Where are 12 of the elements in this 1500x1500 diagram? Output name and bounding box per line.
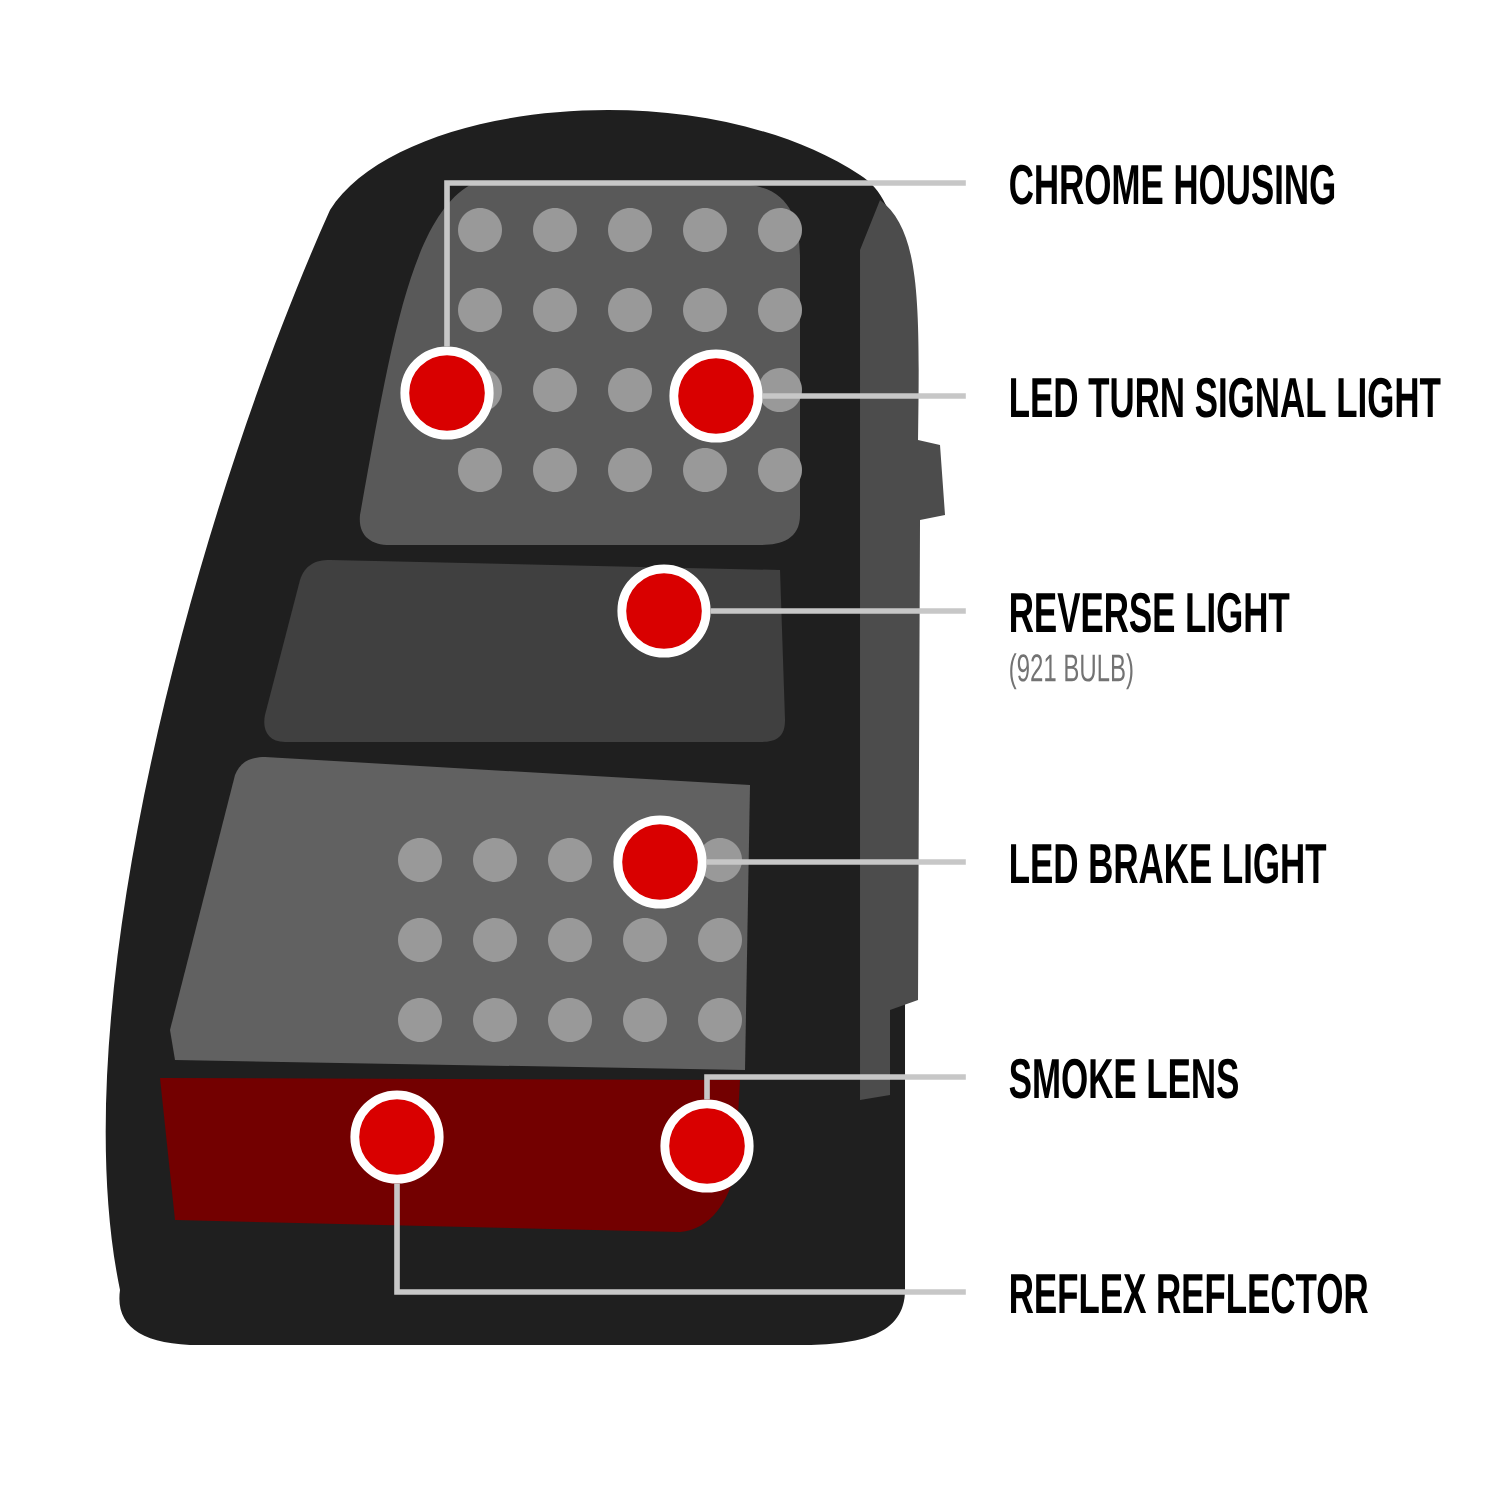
leader-line — [444, 180, 966, 347]
callout-label: LED BRAKE LIGHT — [1011, 843, 1327, 884]
callout-label: LED TURN SIGNAL LIGHT — [1011, 377, 1441, 418]
callout-label: SMOKE LENS — [1009, 1058, 1238, 1099]
leader-line — [704, 1074, 966, 1100]
callout-label: CHROME HOUSING — [1010, 164, 1335, 205]
callout-label: REVERSE LIGHT (921 BULB) — [1010, 592, 1290, 690]
leader-line — [762, 393, 966, 399]
callout-label: REFLEX REFLECTOR — [1011, 1273, 1368, 1314]
leader-line — [710, 608, 966, 614]
leader-line — [394, 1183, 966, 1295]
leader-line — [706, 859, 966, 865]
